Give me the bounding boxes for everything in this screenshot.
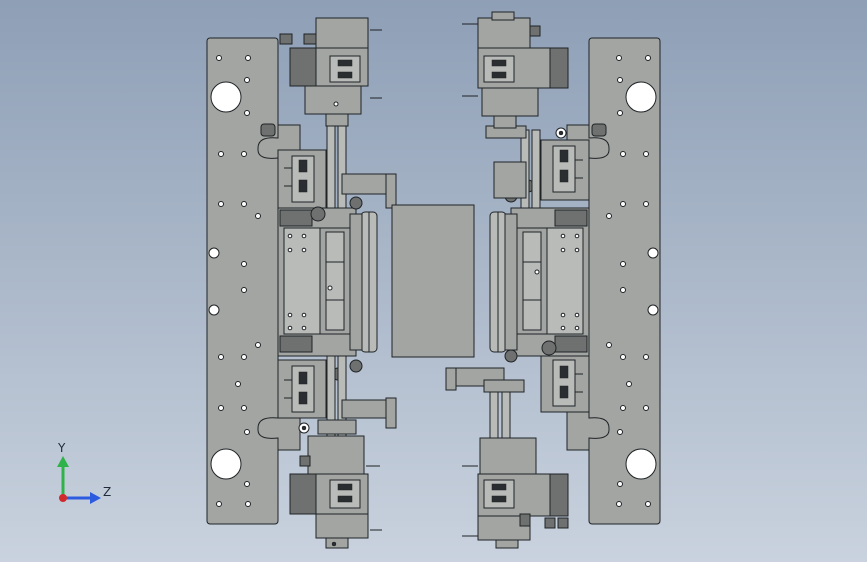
left-side-plate [206, 37, 279, 525]
right-bottom-cylinder [462, 437, 569, 549]
right-inner-carriage [445, 123, 610, 451]
triad-z-label: Z [103, 485, 112, 499]
right-top-cylinder [462, 11, 569, 129]
center-workpiece-plate [391, 204, 475, 358]
left-bottom-cylinder [289, 435, 382, 549]
triad-y-label: Y [58, 441, 66, 455]
right-side-plate [588, 37, 661, 525]
left-top-cylinder [279, 17, 382, 127]
left-inner-carriage [257, 107, 397, 451]
